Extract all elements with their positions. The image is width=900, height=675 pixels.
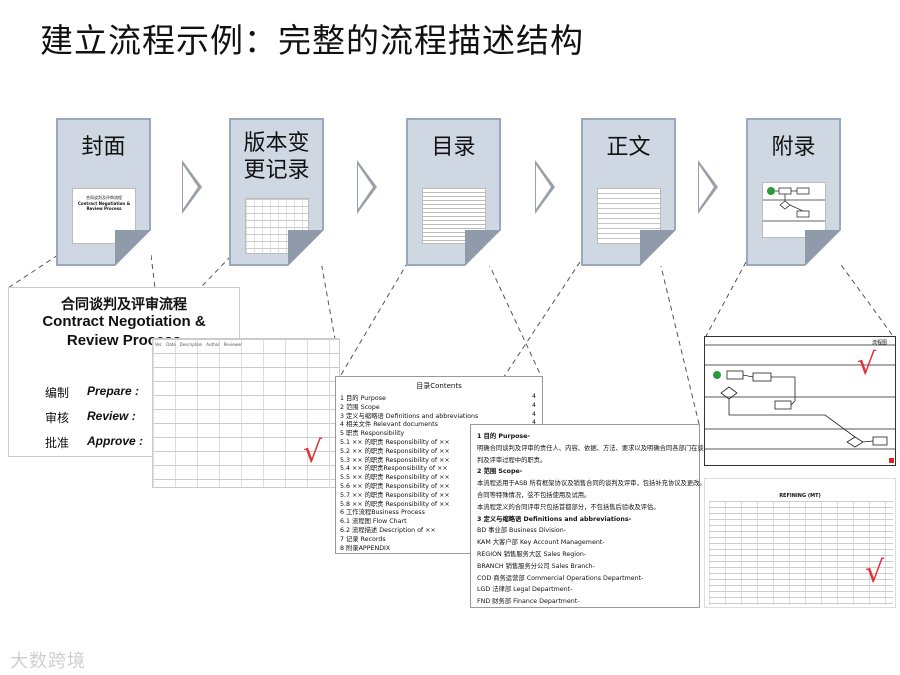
appendix-flowchart-preview: 流程图 √ <box>704 336 896 466</box>
connector-line <box>659 261 701 429</box>
body-line: FND 财务部 Finance Department- <box>477 598 580 606</box>
flowchart-diagram <box>705 344 895 463</box>
connector-line <box>319 255 338 351</box>
page-fold-icon <box>465 230 501 266</box>
body-line: KAM 大客户部 Key Account Management- <box>477 539 605 547</box>
body-line: 1 目的 Purpose- <box>477 433 531 440</box>
cover-thumbnail: 合同谈判及评审流程 Contract Negotiation & Review … <box>72 188 136 244</box>
body-line: 本流程适用于ASB 所有框架协议及销售合同的谈判及评审，包括补充协议及更改。 <box>477 480 706 488</box>
body-line: BD 事业部 Business Division- <box>477 527 567 535</box>
changelog-header: Ver. Date Description Author Reviewer <box>155 342 242 347</box>
body-line: 2 范围 Scope- <box>477 468 523 476</box>
appendix-sheet-preview: REFINING (MT) √ <box>704 478 896 608</box>
flowchart-title: 流程图 <box>871 340 887 346</box>
body-preview: 1 目的 Purpose- 明确合同谈判及评审的责任人、内容、依据、方法、要求以及… <box>470 424 706 608</box>
sheet-table <box>709 501 893 605</box>
step-arrow-icon <box>698 160 718 214</box>
connector-line <box>337 261 409 381</box>
check-mark-icon: √ <box>857 347 877 382</box>
page-fold-icon <box>805 230 841 266</box>
step-card-toc: 目录 <box>406 118 501 266</box>
connector-line <box>704 261 747 339</box>
check-mark-icon: √ <box>865 555 885 590</box>
toc-title: 目录Contents <box>416 382 462 390</box>
body-line: COD 商务运营部 Commercial Operations Departme… <box>477 574 644 582</box>
changelog-thumbnail <box>245 198 309 254</box>
page-fold-icon <box>640 230 676 266</box>
body-line: LGD 法律部 Legal Department- <box>477 586 573 594</box>
body-line: REGION 销售服务大区 Sales Region- <box>477 551 587 558</box>
step-label: 正文 <box>606 135 651 160</box>
changelog-table <box>153 339 339 487</box>
connector-line <box>150 254 156 289</box>
step-card-appendix: 附录 <box>746 118 841 266</box>
cover-page-preview: 合同谈判及评审流程 Contract Negotiation & Review … <box>8 287 240 457</box>
body-line: 本流程定义的合同评审只包括首都部分，不包括售后验收及评估。 <box>477 503 660 511</box>
step-arrow-icon <box>182 160 202 214</box>
changelog-preview: Ver. Date Description Author Reviewer √ <box>152 338 340 488</box>
step-card-cover: 封面 合同谈判及评审流程 Contract Negotiation & Revi… <box>56 118 151 266</box>
body-line: 3 定义与缩略语 Definitions and abbreviations- <box>477 515 632 523</box>
watermark-text: 大数跨境 <box>10 651 86 672</box>
step-label: 版本变更记录 <box>243 131 310 183</box>
connector-line <box>835 257 894 337</box>
body-line: BRANCH 销售服务分公司 Sales Branch- <box>477 562 595 570</box>
step-label: 附录 <box>771 135 816 160</box>
page-fold-icon <box>288 230 324 266</box>
connector-line <box>487 261 543 379</box>
step-label: 目录 <box>431 135 476 160</box>
sheet-title: REFINING (MT) <box>779 493 821 499</box>
page-title: 建立流程示例：完整的流程描述结构 <box>40 21 584 60</box>
cover-title-en: Contract Negotiation & Review Process <box>42 313 206 349</box>
check-mark-icon: √ <box>303 435 323 470</box>
cover-title-cn: 合同谈判及评审流程 <box>61 297 187 313</box>
step-card-body: 正文 <box>581 118 676 266</box>
body-line: 判及评审过程中的职责。 <box>477 456 547 464</box>
step-label: 封面 <box>81 135 126 160</box>
connector-line <box>7 254 59 289</box>
appendix-thumbnail <box>762 182 826 238</box>
step-arrow-icon <box>535 160 555 214</box>
step-card-changelog: 版本变更记录 <box>229 118 324 266</box>
step-arrow-icon <box>357 160 377 214</box>
page-fold-icon <box>115 230 151 266</box>
body-line: 明确合同谈判及评审的责任人、内容、依据、方法、要求以及明确合同各部门在谈 <box>477 444 704 452</box>
body-line: 合同等特殊情况，弦不包括使用及试用。 <box>477 492 591 499</box>
flowchart-thumbnail-icon <box>763 187 825 222</box>
